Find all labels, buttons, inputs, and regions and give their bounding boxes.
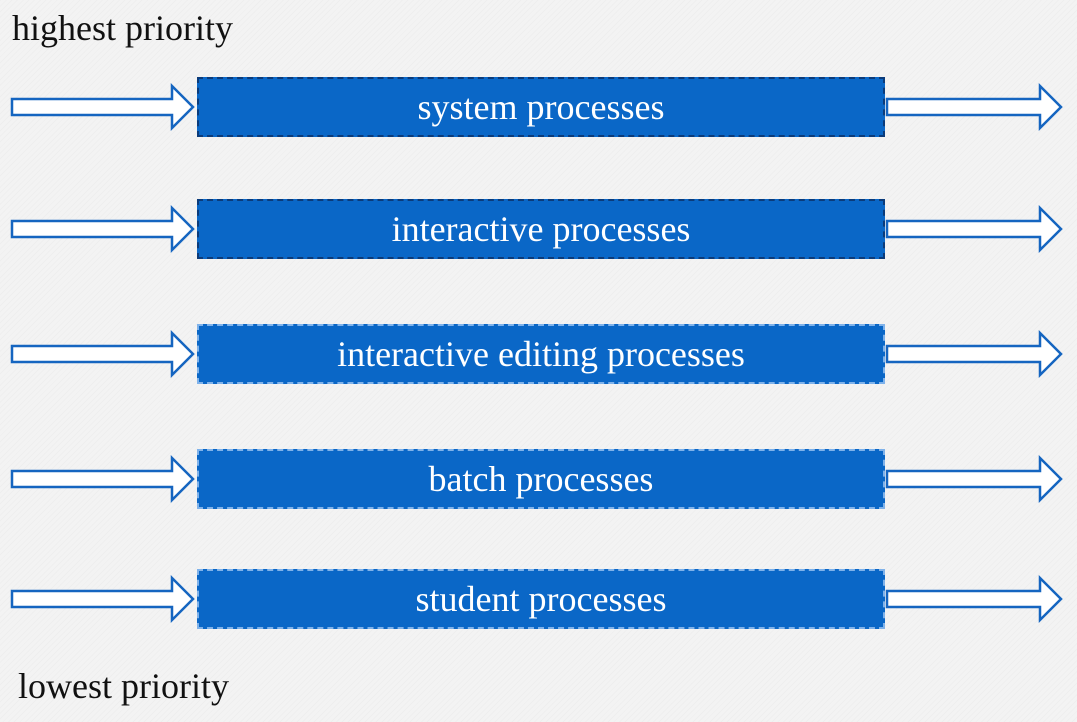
outgoing-arrow-icon	[885, 574, 1063, 624]
queue-row-interactive-editing: interactive editing processes	[0, 323, 1077, 385]
outgoing-arrow-icon	[885, 329, 1063, 379]
queue-row-batch: batch processes	[0, 448, 1077, 510]
incoming-arrow-icon	[10, 82, 195, 132]
incoming-arrow-icon	[10, 454, 195, 504]
outgoing-arrow-icon	[885, 82, 1063, 132]
outgoing-arrow-icon	[885, 204, 1063, 254]
queue-row-interactive: interactive processes	[0, 198, 1077, 260]
queue-box: batch processes	[197, 449, 885, 509]
incoming-arrow-icon	[10, 329, 195, 379]
queue-label: batch processes	[428, 459, 654, 499]
queue-box: interactive processes	[197, 199, 885, 259]
highest-priority-label: highest priority	[12, 8, 233, 48]
lowest-priority-label: lowest priority	[18, 666, 229, 706]
queue-box: system processes	[197, 77, 885, 137]
queue-label: interactive editing processes	[337, 334, 745, 374]
queue-box: interactive editing processes	[197, 324, 885, 384]
incoming-arrow-icon	[10, 204, 195, 254]
queue-arrows	[10, 454, 1063, 504]
queue-arrows	[10, 329, 1063, 379]
queue-box: student processes	[197, 569, 885, 629]
queue-label: interactive processes	[391, 209, 691, 249]
queue-label: system processes	[417, 87, 665, 127]
queue-arrows	[10, 204, 1063, 254]
queue-row-student: student processes	[0, 568, 1077, 630]
queue-label: student processes	[415, 579, 667, 619]
queue-arrows	[10, 574, 1063, 624]
outgoing-arrow-icon	[885, 454, 1063, 504]
queue-arrows	[10, 82, 1063, 132]
incoming-arrow-icon	[10, 574, 195, 624]
queue-row-system: system processes	[0, 76, 1077, 138]
